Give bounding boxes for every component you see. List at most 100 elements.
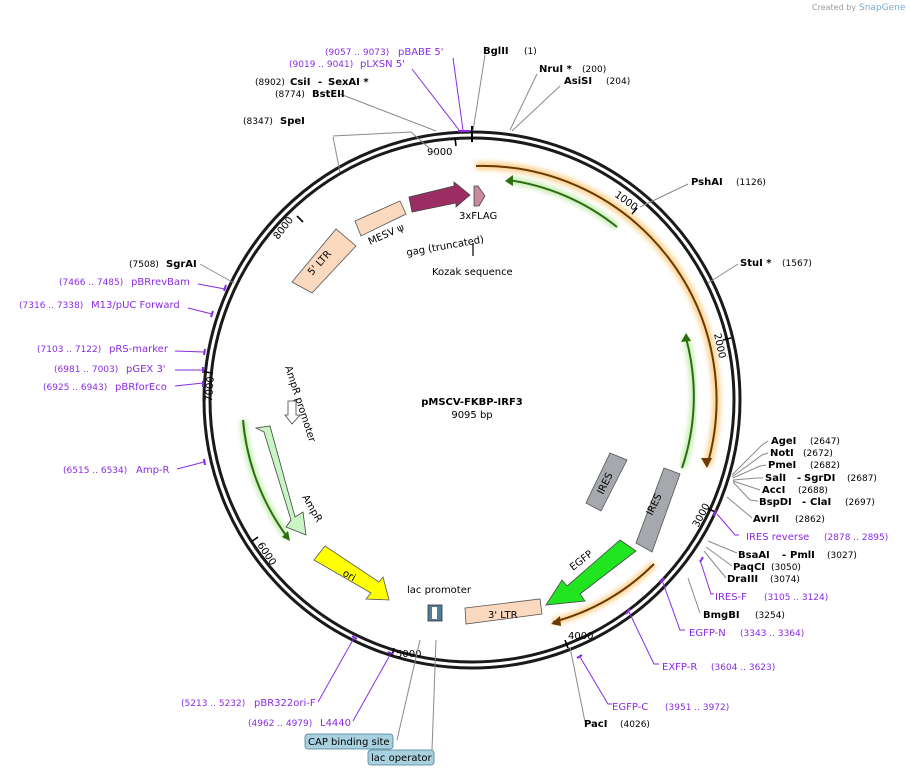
enzyme-bsaai-name: BsaAI <box>738 550 770 561</box>
primer-m13[interactable]: (7316 .. 7338) M13/pUC Forward <box>19 300 180 311</box>
enzyme-acci-name: AccI <box>762 485 785 496</box>
primer-plxsn-name: pLXSN 5' <box>360 59 405 70</box>
enzyme-asisi-pos: (204) <box>606 77 630 87</box>
feature-3-ltr[interactable]: 3' LTR <box>464 598 543 625</box>
enzyme-sali-name: SalI <box>765 473 786 484</box>
enzyme-paqci[interactable]: PaqCI (3050) <box>733 562 801 573</box>
enzyme-bglii[interactable]: BglII (1) <box>483 46 537 57</box>
enzyme-bmgbi-name: BmgBI <box>703 610 740 621</box>
primer-ires-f-name: IRES-F <box>715 592 747 603</box>
enzyme-noti-name: NotI <box>770 448 794 459</box>
primer-egfp-n[interactable]: EGFP-N (3343 .. 3364) <box>689 628 804 639</box>
enzyme-pshai-name: PshAI <box>691 177 723 188</box>
enzyme-avrii-pos: (2862) <box>795 515 825 525</box>
primer-l4440[interactable]: (4962 .. 4979) L4440 <box>248 718 351 729</box>
primer-pgex[interactable]: (6981 .. 7003) pGEX 3' <box>54 364 166 375</box>
enzyme-sexai-name: SexAI * <box>328 77 369 88</box>
enzyme-avrii-name: AvrII <box>753 514 779 525</box>
enzyme-sgrai[interactable]: (7508) SgrAI <box>129 259 197 270</box>
feature-ampr[interactable]: AmpR <box>254 425 324 536</box>
primer-labels: (9057 .. 9073) pBABE 5' (9019 .. 9041) p… <box>19 47 888 729</box>
enzyme-sali[interactable]: SalI - SgrDI (2687) <box>765 473 877 484</box>
feature-ires-outer[interactable]: IRES <box>635 467 681 553</box>
enzyme-nrui[interactable]: NruI * (200) <box>539 64 606 75</box>
primer-ires-reverse[interactable]: IRES reverse (2878 .. 2895) <box>746 532 888 543</box>
enzyme-acci[interactable]: AccI (2688) <box>762 485 828 496</box>
enzyme-stui[interactable]: StuI * (1567) <box>740 258 812 269</box>
primer-egfp-c[interactable]: EGFP-C (3951 .. 3972) <box>612 702 729 713</box>
label-lac-promoter: lac promoter <box>407 585 472 596</box>
enzyme-pmei[interactable]: PmeI (2682) <box>768 460 840 471</box>
lac-operator[interactable]: lac operator <box>367 749 435 766</box>
credit-brand: SnapGene <box>859 3 906 13</box>
enzyme-avrii[interactable]: AvrII (2862) <box>753 514 825 525</box>
primer-pbrforeco[interactable]: (6925 .. 6943) pBRforEco <box>43 382 167 393</box>
enzyme-clai-name: ClaI <box>810 497 831 508</box>
enzyme-bmgbi[interactable]: BmgBI (3254) <box>703 610 785 621</box>
enzyme-draiii-pos: (3074) <box>770 575 800 585</box>
enzyme-bsaai[interactable]: BsaAI - PmlI (3027) <box>738 550 857 561</box>
feature-ampr-promoter[interactable]: AmpR promoter <box>282 365 317 445</box>
primer-prs-name: pRS-marker <box>109 344 169 355</box>
primer-exfp-r[interactable]: EXFP-R (3604 .. 3623) <box>662 662 775 673</box>
enzyme-sgrai-name: SgrAI <box>166 259 197 270</box>
label-3xflag: 3xFLAG <box>459 211 497 222</box>
primer-ampr-range: (6515 .. 6534) <box>63 466 127 476</box>
primer-plxsn-range: (9019 .. 9041) <box>289 60 353 70</box>
primer-egfp-c-name: EGFP-C <box>612 702 648 713</box>
enzyme-sali-dash: - <box>797 473 801 484</box>
credit-prefix: Created by <box>812 3 856 12</box>
enzyme-nrui-pos: (200) <box>582 65 606 75</box>
primer-pbabe[interactable]: (9057 .. 9073) pBABE 5' <box>325 47 444 58</box>
enzyme-paci[interactable]: PacI (4026) <box>584 719 650 730</box>
enzyme-bglii-pos: (1) <box>524 47 537 57</box>
feature-ires-inner[interactable]: IRES <box>585 452 628 512</box>
primer-ampr[interactable]: (6515 .. 6534) Amp-R <box>63 465 170 476</box>
primer-egfp-c-range: (3951 .. 3972) <box>665 703 729 713</box>
enzyme-paqci-name: PaqCI <box>733 562 765 573</box>
enzyme-spei-pos: (8347) <box>243 117 273 127</box>
enzyme-sgrai-pos: (7508) <box>129 260 159 270</box>
tick-marks <box>204 137 732 657</box>
enzyme-asisi[interactable]: AsiSI (204) <box>564 76 630 87</box>
enzyme-agei[interactable]: AgeI (2647) <box>771 436 840 447</box>
primer-prs[interactable]: (7103 .. 7122) pRS-marker <box>37 344 169 355</box>
cap-binding-site[interactable]: CAP binding site <box>304 733 394 750</box>
enzyme-pshai[interactable]: PshAI (1126) <box>691 177 766 188</box>
label-ampr-promoter: AmpR promoter <box>282 365 317 445</box>
primer-leaders <box>174 57 739 722</box>
primer-pgex-range: (6981 .. 7003) <box>54 365 118 375</box>
enzyme-spei[interactable]: (8347) SpeI <box>243 116 305 127</box>
enzyme-pmei-name: PmeI <box>768 460 796 471</box>
tick-4000: 4000 <box>568 631 593 642</box>
primer-plxsn[interactable]: (9019 .. 9041) pLXSN 5' <box>289 59 405 70</box>
enzyme-bsaai-dash: - <box>782 550 786 561</box>
primer-ires-f[interactable]: IRES-F (3105 .. 3124) <box>715 592 828 603</box>
feature-3xflag[interactable]: 3xFLAG <box>459 185 497 222</box>
enzyme-csii[interactable]: (8902) CsiI - SexAI * <box>255 77 369 88</box>
primer-pbr322ori[interactable]: (5213 .. 5232) pBR322ori-F <box>181 698 316 709</box>
enzyme-draiii[interactable]: DraIII (3074) <box>727 574 800 585</box>
primer-egfp-n-name: EGFP-N <box>689 628 726 639</box>
enzyme-bsteii-pos: (8774) <box>275 90 305 100</box>
primer-pbrrevbam[interactable]: (7466 .. 7485) pBRrevBam <box>59 277 190 288</box>
feature-lac-promoter[interactable]: lac promoter <box>407 585 472 622</box>
snapgene-credit: Created by SnapGene <box>812 3 906 13</box>
primer-pbabe-range: (9057 .. 9073) <box>325 48 389 58</box>
leader-lines <box>199 54 769 751</box>
enzyme-bspdi[interactable]: BspDI - ClaI (2697) <box>759 497 875 508</box>
enzyme-paci-pos: (4026) <box>620 720 650 730</box>
feature-mesv-psi[interactable]: MESV ψ <box>354 200 407 248</box>
plasmid-size: 9095 bp <box>451 410 492 421</box>
enzyme-noti-pos: (2672) <box>803 449 833 459</box>
enzyme-bspdi-pos: (2697) <box>845 498 875 508</box>
enzyme-noti[interactable]: NotI (2672) <box>770 448 833 459</box>
primer-pbrrevbam-name: pBRrevBam <box>131 277 190 288</box>
enzyme-paqci-pos: (3050) <box>771 563 801 573</box>
primer-ires-f-range: (3105 .. 3124) <box>764 593 828 603</box>
feature-ori[interactable]: ori <box>313 545 390 601</box>
feature-5-ltr[interactable]: 5' LTR <box>291 228 357 294</box>
lac-operator-label: lac operator <box>371 753 432 764</box>
feature-egfp[interactable]: EGFP <box>545 539 637 606</box>
enzyme-bsteii[interactable]: (8774) BstEII <box>275 89 345 100</box>
